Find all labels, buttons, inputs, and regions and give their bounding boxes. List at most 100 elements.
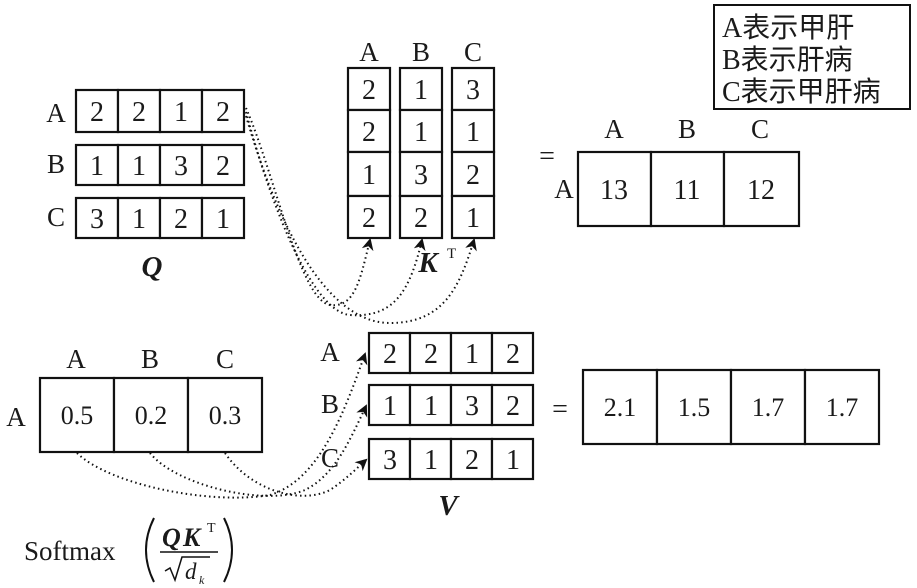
cell-value: 2 bbox=[216, 97, 230, 128]
softmax-col-label-b: B bbox=[141, 344, 159, 374]
cell-value: 1 bbox=[362, 160, 376, 191]
v-row-a: 2 2 1 2 bbox=[367, 331, 535, 375]
matrix-cell bbox=[576, 150, 653, 228]
arrow-weight-to-v-b bbox=[149, 404, 368, 497]
cell-value: 2 bbox=[506, 339, 520, 370]
cell-value: 1 bbox=[132, 151, 146, 182]
formula-q: Q bbox=[162, 523, 181, 552]
cell-value: 2 bbox=[465, 445, 479, 476]
cell-value: 12 bbox=[747, 175, 775, 206]
cell-value: 1 bbox=[132, 204, 146, 235]
legend-item-c: C表示甲肝病 bbox=[722, 76, 881, 108]
matrix-cell bbox=[116, 143, 162, 187]
cell-value: 1 bbox=[465, 339, 479, 370]
matrix-cell bbox=[655, 368, 733, 446]
matrix-cell bbox=[200, 88, 246, 134]
cell-value: 1.7 bbox=[752, 393, 785, 422]
q-row-b: 1 1 3 2 bbox=[74, 143, 246, 187]
matrix-cell bbox=[367, 437, 412, 481]
softmax-func-name: Softmax bbox=[24, 536, 116, 566]
legend-item-b: B表示肝病 bbox=[722, 44, 853, 76]
arrow-weight-to-v-c bbox=[224, 452, 368, 497]
matrix-cell bbox=[200, 196, 246, 240]
kt-col-c: 3 1 2 1 bbox=[450, 66, 496, 240]
matrix-cell bbox=[450, 194, 496, 240]
q-matrix: A B C 2 2 1 2 1 1 3 2 3 bbox=[46, 88, 246, 283]
cell-value: 0.3 bbox=[209, 401, 242, 430]
cell-value: 1.7 bbox=[826, 393, 859, 422]
left-paren bbox=[145, 517, 155, 583]
cell-value: 3 bbox=[90, 204, 104, 235]
cell-value: 2 bbox=[362, 203, 376, 234]
softmax-v-arrows bbox=[76, 352, 368, 499]
cell-value: 2 bbox=[424, 339, 438, 370]
matrix-cell bbox=[803, 368, 881, 446]
sqrt-sign bbox=[164, 556, 210, 583]
matrix-cell bbox=[116, 88, 162, 134]
matrix-cell bbox=[581, 368, 659, 446]
softmax-row: A B C A 0.5 0.2 0.3 bbox=[6, 344, 264, 454]
cell-value: 1 bbox=[414, 117, 428, 148]
matrix-cell bbox=[490, 383, 535, 427]
score-result: = A B C A 13 11 12 bbox=[539, 114, 801, 228]
arrow-q-to-kt-a bbox=[245, 107, 374, 307]
q-matrix-label: Q bbox=[142, 251, 163, 283]
q-row-label-a: A bbox=[46, 98, 66, 128]
score-row-label-a: A bbox=[554, 174, 574, 204]
cell-value: 3 bbox=[414, 160, 428, 191]
output-equals-sign: = bbox=[552, 394, 568, 425]
cell-value: 3 bbox=[465, 391, 479, 422]
matrix-cell bbox=[346, 108, 392, 154]
softmax-formula: Softmax Q K T d k bbox=[24, 517, 233, 587]
kt-matrix: A B C 2 2 1 2 1 1 3 2 3 bbox=[346, 37, 496, 279]
cell-value: 2 bbox=[362, 117, 376, 148]
arrow-weight-to-v-a bbox=[76, 352, 368, 499]
right-paren bbox=[223, 517, 233, 583]
cell-value: 1 bbox=[466, 117, 480, 148]
cell-value: 2 bbox=[506, 391, 520, 422]
cell-value: 1 bbox=[466, 203, 480, 234]
formula-superscript: T bbox=[207, 521, 216, 536]
kt-transpose-superscript: T bbox=[447, 246, 456, 262]
softmax-col-label-c: C bbox=[216, 344, 234, 374]
matrix-cell bbox=[449, 437, 494, 481]
matrix-cell bbox=[186, 376, 264, 454]
matrix-cell bbox=[449, 331, 494, 375]
v-row-label-a: A bbox=[320, 337, 340, 367]
cell-value: 1.5 bbox=[678, 393, 711, 422]
v-row-c: 3 1 2 1 bbox=[367, 437, 535, 481]
cell-value: 1 bbox=[174, 97, 188, 128]
v-matrix-label: V bbox=[438, 490, 460, 522]
cell-value: 2 bbox=[174, 204, 188, 235]
matrix-cell bbox=[74, 88, 120, 134]
matrix-cell bbox=[346, 194, 392, 240]
matrix-cell bbox=[450, 66, 496, 112]
formula-d: d bbox=[185, 559, 197, 584]
cell-value: 2 bbox=[90, 97, 104, 128]
softmax-col-label-a: A bbox=[66, 344, 86, 374]
matrix-cell bbox=[367, 383, 412, 427]
cell-value: 1 bbox=[216, 204, 230, 235]
kt-col-label-b: B bbox=[412, 37, 430, 67]
cell-value: 3 bbox=[174, 151, 188, 182]
matrix-cell bbox=[158, 143, 204, 187]
kt-col-label-c: C bbox=[464, 37, 482, 67]
cell-value: 1 bbox=[383, 391, 397, 422]
legend-box bbox=[713, 4, 911, 110]
cell-value: 11 bbox=[674, 175, 701, 206]
score-equals-sign: = bbox=[539, 141, 555, 172]
cell-value: 0.5 bbox=[61, 401, 94, 430]
matrix-cell bbox=[200, 143, 246, 187]
matrix-cell bbox=[398, 66, 444, 112]
matrix-cell bbox=[490, 331, 535, 375]
cell-value: 2 bbox=[466, 160, 480, 191]
matrix-cell bbox=[408, 437, 453, 481]
legend: A表示甲肝 B表示肝病 C表示甲肝病 bbox=[713, 4, 911, 110]
formula-subscript-k: k bbox=[199, 573, 205, 587]
kt-matrix-label: K bbox=[417, 247, 439, 279]
cell-value: 2 bbox=[383, 339, 397, 370]
matrix-cell bbox=[649, 150, 726, 228]
cell-value: 3 bbox=[383, 445, 397, 476]
v-row-label-c: C bbox=[321, 443, 339, 473]
